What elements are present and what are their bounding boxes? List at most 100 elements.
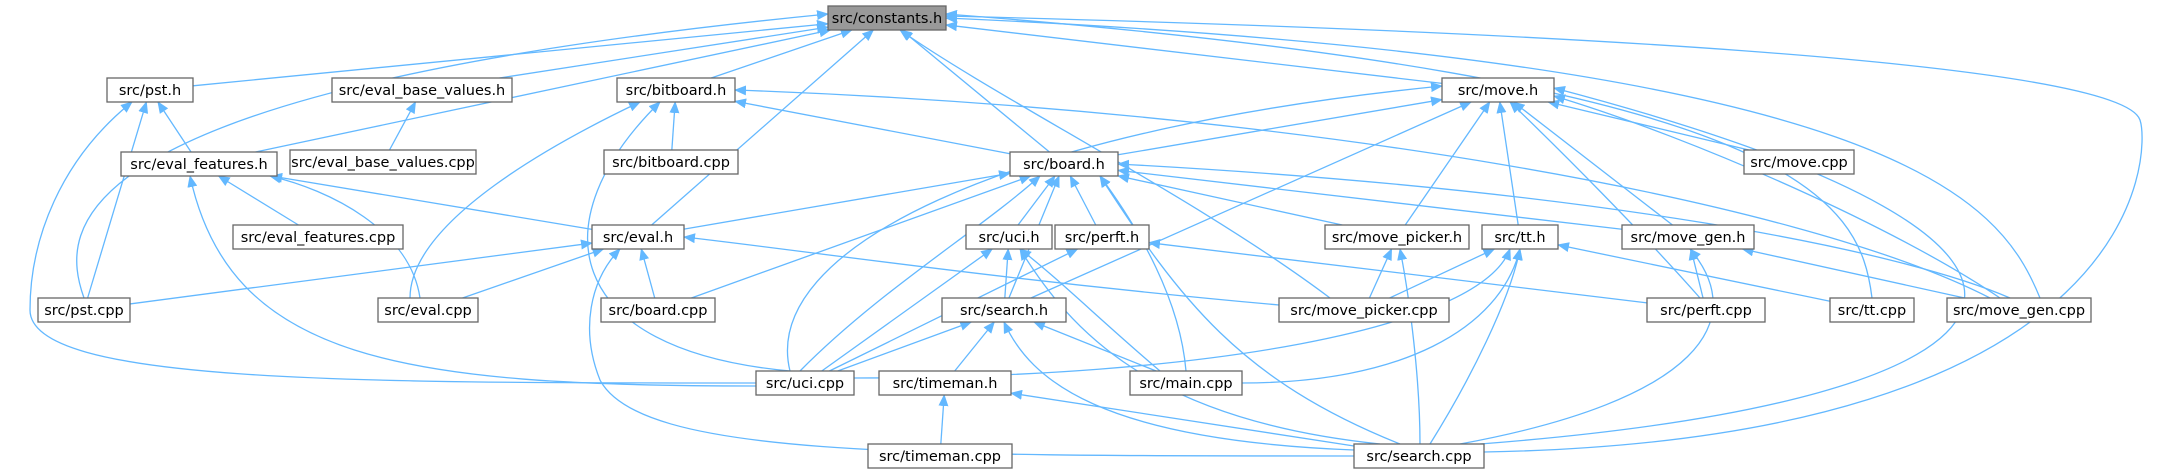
edge-eval_features_cpp-to-eval_features_h [217, 175, 299, 226]
node-label: src/bitboard.h [626, 83, 727, 99]
node-box [827, 5, 947, 31]
node-eval-features-h[interactable]: src/eval_features.h [120, 151, 278, 177]
edge-timeman_cpp-to-timeman_h [938, 394, 949, 445]
node-board-h[interactable]: src/board.h [1009, 151, 1119, 177]
node-move-picker-cpp[interactable]: src/move_picker.cpp [1278, 297, 1450, 323]
node-uci-h[interactable]: src/uci.h [965, 224, 1053, 250]
edge-main_cpp-to-search_h [1032, 321, 1157, 372]
node-board-cpp[interactable]: src/board.cpp [600, 297, 716, 323]
node-box [1324, 224, 1470, 250]
edge-move_gen_cpp-to-move_h [1553, 94, 2001, 299]
node-eval-features-cpp[interactable]: src/eval_features.cpp [232, 224, 404, 250]
edge-uci_cpp-to-eval_features_h [187, 175, 757, 387]
node-timeman-h[interactable]: src/timeman.h [878, 370, 1012, 396]
node-box [37, 297, 131, 323]
edge-board_h-to-move_h [1117, 96, 1443, 156]
edge-move_gen_cpp-to-bitboard_h [734, 85, 1991, 299]
edge-perft_cpp-to-perft_h [1148, 239, 1648, 304]
edge-search_cpp-to-move_gen_h [1459, 248, 1714, 445]
edge-bitboard_cpp-to-bitboard_h [669, 101, 680, 151]
node-perft-cpp[interactable]: src/perft.cpp [1646, 297, 1766, 323]
node-search-h[interactable]: src/search.h [941, 297, 1067, 323]
node-label: src/eval_base_values.cpp [291, 155, 475, 171]
node-label: src/eval_features.cpp [241, 230, 396, 246]
node-box [1743, 149, 1855, 175]
edge-pst_cpp-to-pst_h [86, 101, 149, 299]
edge-eval_cpp-to-bitboard_h [409, 101, 641, 299]
node-box [120, 151, 278, 177]
edge-main_cpp-to-board_h [1099, 175, 1187, 372]
node-tt-h[interactable]: src/tt.h [1481, 224, 1559, 250]
edge-move_picker_cpp-to-eval_h [683, 233, 1280, 306]
node-label: src/tt.h [1494, 230, 1545, 246]
edge-search_cpp-to-move_h [1479, 85, 1966, 445]
node-bitboard-cpp[interactable]: src/bitboard.cpp [603, 149, 739, 175]
node-label: src/move.cpp [1750, 155, 1848, 171]
edge-timeman_h-to-search_h [954, 321, 995, 372]
node-bitboard-h[interactable]: src/bitboard.h [616, 77, 736, 103]
node-label: src/main.cpp [1139, 376, 1232, 392]
edge-perft_h-to-board_h [1069, 175, 1097, 226]
node-label: src/uci.cpp [766, 376, 844, 392]
node-eval-h[interactable]: src/eval.h [591, 224, 685, 250]
edge-bitboard_h-to-constants_h [710, 28, 853, 79]
edge-move_gen_cpp-to-move_gen_h [1741, 246, 1965, 299]
node-move-gen-cpp[interactable]: src/move_gen.cpp [1946, 297, 2092, 323]
edge-search_cpp-to-move_picker_h [1397, 248, 1421, 445]
edge-move_gen_h-to-move_h [1512, 101, 1673, 226]
edge-main_cpp-to-uci_h [1019, 248, 1161, 372]
node-box [878, 370, 1012, 396]
node-eval-base-values-h[interactable]: src/eval_base_values.h [331, 77, 513, 103]
edge-move_picker_h-to-board_h [1117, 173, 1343, 226]
edge-move_picker_cpp-to-tt_h [1389, 248, 1496, 299]
node-pst-h[interactable]: src/pst.h [106, 77, 194, 103]
node-eval-cpp[interactable]: src/eval.cpp [377, 297, 479, 323]
edge-move_cpp-to-move_h [1547, 99, 1749, 151]
node-timeman-cpp[interactable]: src/timeman.cpp [867, 443, 1013, 469]
node-box [1829, 297, 1915, 323]
edge-board_h-to-constants_h [900, 29, 1050, 153]
node-box [1946, 297, 2092, 323]
node-label: src/eval_base_values.h [339, 83, 506, 99]
node-label: src/eval.h [603, 230, 673, 246]
node-tt-cpp[interactable]: src/tt.cpp [1829, 297, 1915, 323]
node-label: src/move_picker.cpp [1290, 303, 1437, 319]
node-box [600, 297, 716, 323]
node-move-cpp[interactable]: src/move.cpp [1743, 149, 1855, 175]
node-label: src/move_gen.h [1631, 230, 1746, 246]
edge-eval_features_h-to-pst_h [157, 101, 192, 153]
node-label: src/board.cpp [609, 303, 708, 319]
node-move-h[interactable]: src/move.h [1441, 77, 1555, 103]
node-search-cpp[interactable]: src/search.cpp [1353, 443, 1485, 469]
node-label: src/perft.cpp [1660, 303, 1752, 319]
node-perft-h[interactable]: src/perft.h [1054, 224, 1150, 250]
node-box [106, 77, 194, 103]
edge-eval_base_values_cpp-to-eval_base_values_h [388, 101, 417, 151]
edge-move_h-to-constants_h [945, 21, 1443, 85]
node-move-picker-h[interactable]: src/move_picker.h [1324, 224, 1470, 250]
node-label: src/timeman.cpp [879, 449, 1001, 465]
node-box [1353, 443, 1485, 469]
edge-uci_cpp-to-board_h [799, 175, 1041, 372]
edge-tt_cpp-to-tt_h [1557, 242, 1831, 302]
edge-eval_h-to-eval_features_h [270, 172, 593, 230]
node-label: src/timeman.h [893, 376, 998, 392]
node-label: src/tt.cpp [1838, 303, 1906, 319]
node-box [377, 297, 479, 323]
edge-main_cpp-to-tt_h [1241, 248, 1523, 384]
edge-tt_h-to-move_h [1496, 101, 1519, 226]
edge-eval_h-to-board_h [683, 170, 1011, 230]
node-move-gen-h[interactable]: src/move_gen.h [1621, 224, 1755, 250]
node-main-cpp[interactable]: src/main.cpp [1129, 370, 1243, 396]
node-label: src/bitboard.cpp [612, 155, 730, 171]
node-pst-cpp[interactable]: src/pst.cpp [37, 297, 131, 323]
edge-search_cpp-to-tt_h [1429, 248, 1523, 445]
node-uci-cpp[interactable]: src/uci.cpp [755, 370, 855, 396]
node-box [1621, 224, 1755, 250]
node-eval-base-values-cpp[interactable]: src/eval_base_values.cpp [289, 149, 477, 175]
node-label: src/search.h [960, 303, 1048, 319]
edge-board_cpp-to-board_h [691, 175, 1032, 299]
edge-eval_cpp-to-eval_h [462, 247, 605, 299]
node-constants-h: src/constants.h [827, 5, 947, 31]
